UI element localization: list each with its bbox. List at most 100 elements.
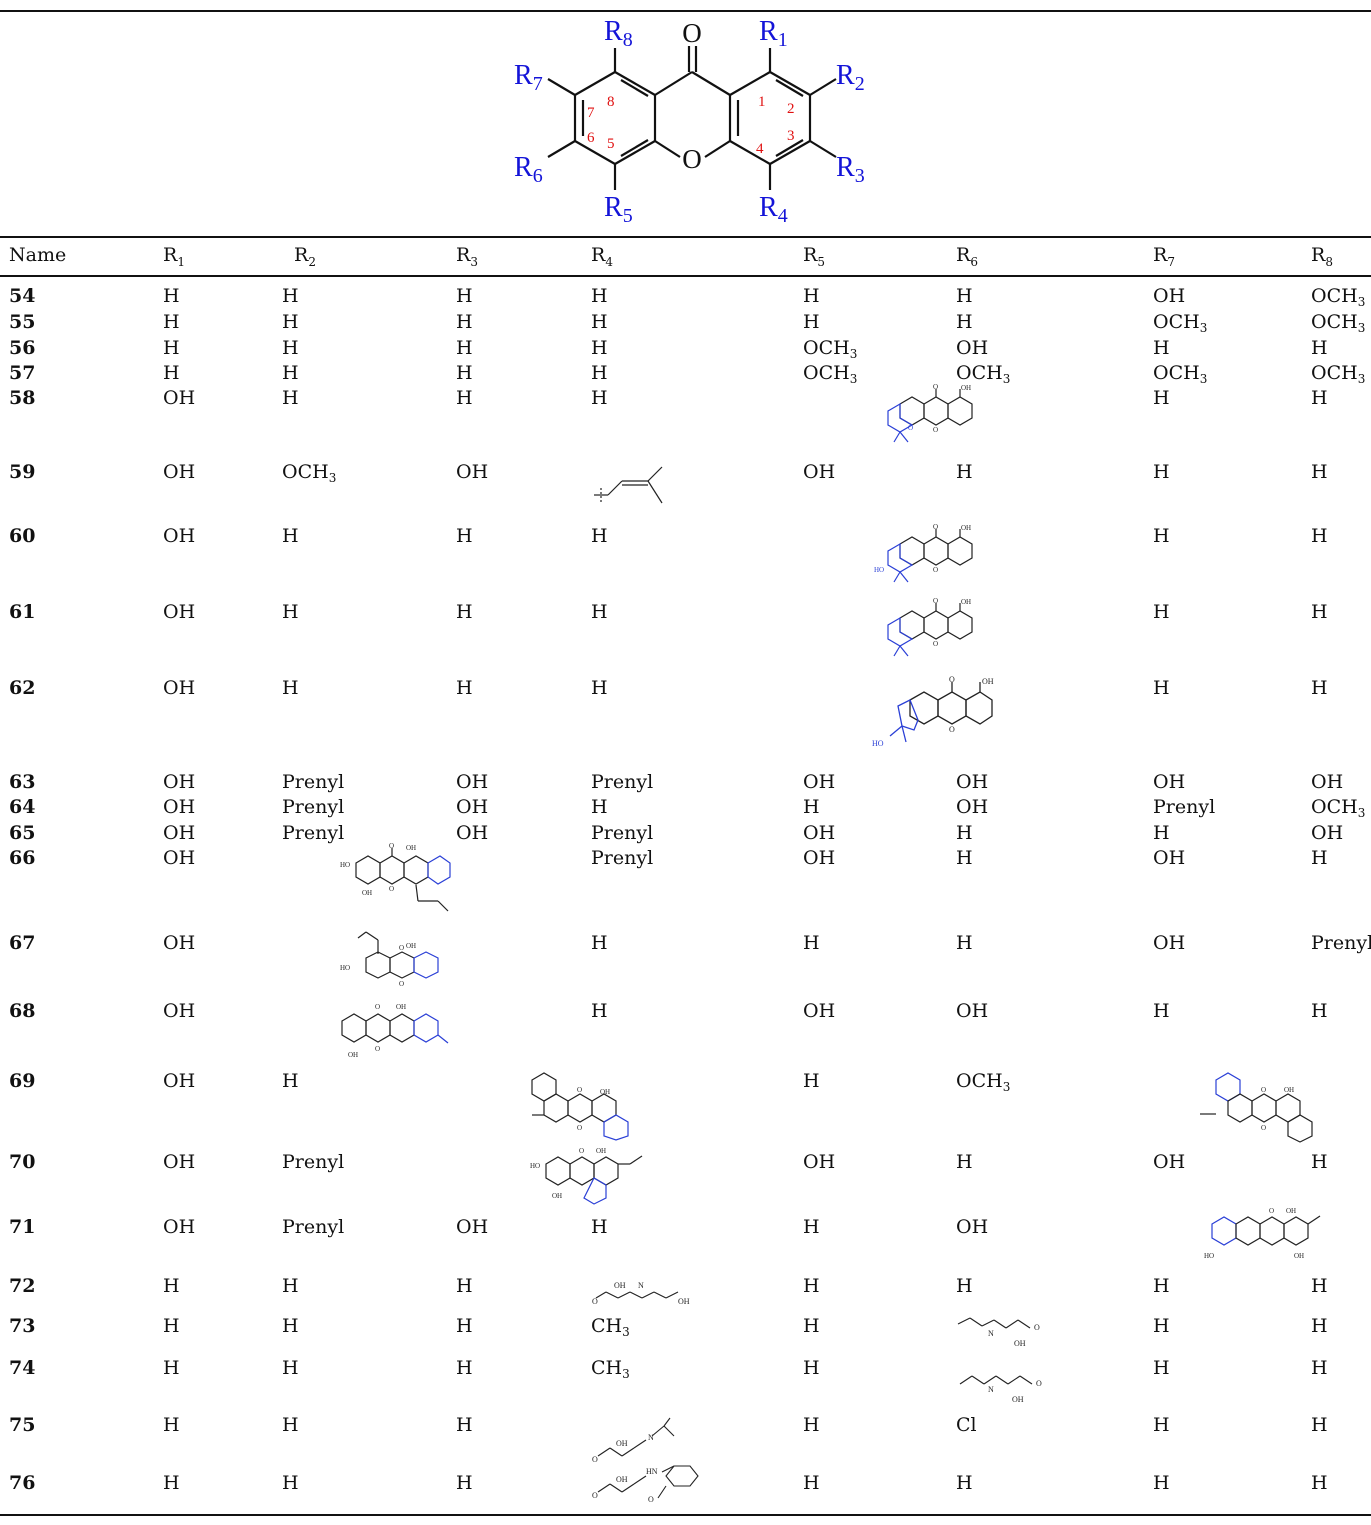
cell-r5: OH — [803, 1000, 836, 1022]
cell-r2: OCH3 — [282, 461, 337, 485]
struct-label: O — [389, 842, 394, 850]
cell-r8: H — [1311, 1275, 1328, 1297]
xanthone-scaffold-structure: O O R1 R2 R3 R4 R5 R6 R7 R8 1 2 3 4 5 6 … — [514, 16, 865, 227]
struct-label: OH — [406, 844, 416, 852]
struct-label: O — [375, 1045, 380, 1053]
compound-number: 57 — [9, 362, 36, 384]
cell-r1: H — [163, 311, 180, 333]
row-75-side-chain-structure: O OH N — [592, 1417, 675, 1464]
cell-r7: H — [1153, 1414, 1170, 1436]
cell-r2: H — [282, 362, 299, 384]
compound-number: 63 — [9, 771, 36, 793]
cell-r6: OH — [956, 1000, 989, 1022]
cell-r8: H — [1311, 1472, 1328, 1494]
compound-number: 66 — [9, 847, 36, 869]
struct-label: O — [933, 566, 938, 574]
header-bottom-rule — [0, 275, 1371, 277]
row-73-side-chain-structure: N OH O — [957, 1317, 1040, 1348]
cell-r5: OCH3 — [803, 362, 858, 386]
struct-label: OH — [600, 1088, 610, 1096]
column-header-r6: R6 — [956, 244, 978, 269]
struct-label: OH — [1294, 1252, 1304, 1260]
cell-r4: CH3 — [591, 1357, 630, 1381]
compound-number: 60 — [9, 525, 36, 547]
cell-r1: OH — [163, 1216, 196, 1238]
cell-r4: H — [591, 601, 608, 623]
struct-label: O — [1269, 1207, 1274, 1215]
struct-label: O — [949, 675, 955, 684]
compound-number: 76 — [9, 1472, 36, 1494]
struct-label: O — [933, 640, 938, 648]
struct-label: N — [988, 1385, 994, 1394]
struct-label: O — [1261, 1086, 1266, 1094]
struct-label: HN — [646, 1467, 658, 1476]
compound-number: 68 — [9, 1000, 36, 1022]
struct-label: O — [648, 1495, 654, 1504]
struct-label: OH — [1286, 1207, 1296, 1215]
cell-r7: OH — [1153, 771, 1186, 793]
cell-r2: H — [282, 285, 299, 307]
cell-r6: H — [956, 461, 973, 483]
struct-label: O — [592, 1491, 598, 1500]
cell-r3: OH — [456, 461, 489, 483]
struct-label: OH — [552, 1192, 562, 1200]
cell-r2: H — [282, 1315, 299, 1337]
struct-label: OH — [1012, 1395, 1024, 1404]
compound-number: 65 — [9, 822, 36, 844]
cell-r7: OH — [1153, 847, 1186, 869]
struct-label: HO — [340, 964, 350, 972]
cell-r8: H — [1311, 1315, 1328, 1337]
cell-r5: H — [803, 1070, 820, 1092]
row-66-fused-chromene-structure: HO O OH OH O — [340, 842, 451, 912]
cell-r6: H — [956, 1472, 973, 1494]
row-71-fused-chromene-structure: O OH HO OH — [1204, 1207, 1321, 1260]
cell-r7: H — [1153, 387, 1170, 409]
struct-label: HO — [530, 1162, 540, 1170]
cell-r8: OCH3 — [1311, 285, 1366, 309]
struct-label: O — [1034, 1323, 1040, 1332]
cell-r6: OCH3 — [956, 1070, 1011, 1094]
compound-number: 64 — [9, 796, 36, 818]
cell-r8: OCH3 — [1311, 362, 1366, 386]
position-2: 2 — [787, 101, 795, 117]
cell-r2: H — [282, 601, 299, 623]
scaffold-label-r7: R7 — [514, 60, 543, 95]
cell-r3: H — [456, 1275, 473, 1297]
struct-label: O — [949, 725, 955, 734]
cell-r7: OH — [1153, 1151, 1186, 1173]
compound-number: 58 — [9, 387, 36, 409]
cell-r1: OH — [163, 847, 196, 869]
position-6: 6 — [587, 130, 595, 146]
cell-r4: Prenyl — [591, 822, 654, 844]
cell-r2: Prenyl — [282, 771, 345, 793]
struct-label: O — [1036, 1379, 1042, 1388]
cell-r4: H — [591, 1216, 608, 1238]
r-group-labels: R1 R2 R3 R4 R5 R6 R7 R8 — [514, 16, 865, 227]
struct-label: O — [375, 1003, 380, 1011]
cell-r7: H — [1153, 1315, 1170, 1337]
struct-label: HO — [872, 739, 884, 748]
struct-label: OH — [596, 1147, 606, 1155]
struct-label: OH — [961, 524, 971, 532]
cell-r3: H — [456, 1315, 473, 1337]
cell-r5: OH — [803, 822, 836, 844]
cell-r3: H — [456, 1414, 473, 1436]
cell-r1: H — [163, 362, 180, 384]
cell-r7: Prenyl — [1153, 796, 1216, 818]
struct-label: O — [1261, 1124, 1266, 1132]
compound-number: 72 — [9, 1275, 36, 1297]
cell-r2: Prenyl — [282, 796, 345, 818]
struct-label: OH — [616, 1439, 628, 1448]
compound-number: 55 — [9, 311, 36, 333]
cell-r4: H — [591, 677, 608, 699]
scaffold-label-r4: R4 — [759, 192, 788, 227]
cell-r2: Prenyl — [282, 1151, 345, 1173]
row-58-fused-pyran-structure: O OH O O — [887, 383, 973, 443]
cell-r8: H — [1311, 525, 1328, 547]
cell-r1: OH — [163, 601, 196, 623]
cell-r1: OH — [163, 932, 196, 954]
cell-r3: OH — [456, 1216, 489, 1238]
cell-r8: H — [1311, 387, 1328, 409]
cell-r8: H — [1311, 601, 1328, 623]
cell-r3: H — [456, 1357, 473, 1379]
